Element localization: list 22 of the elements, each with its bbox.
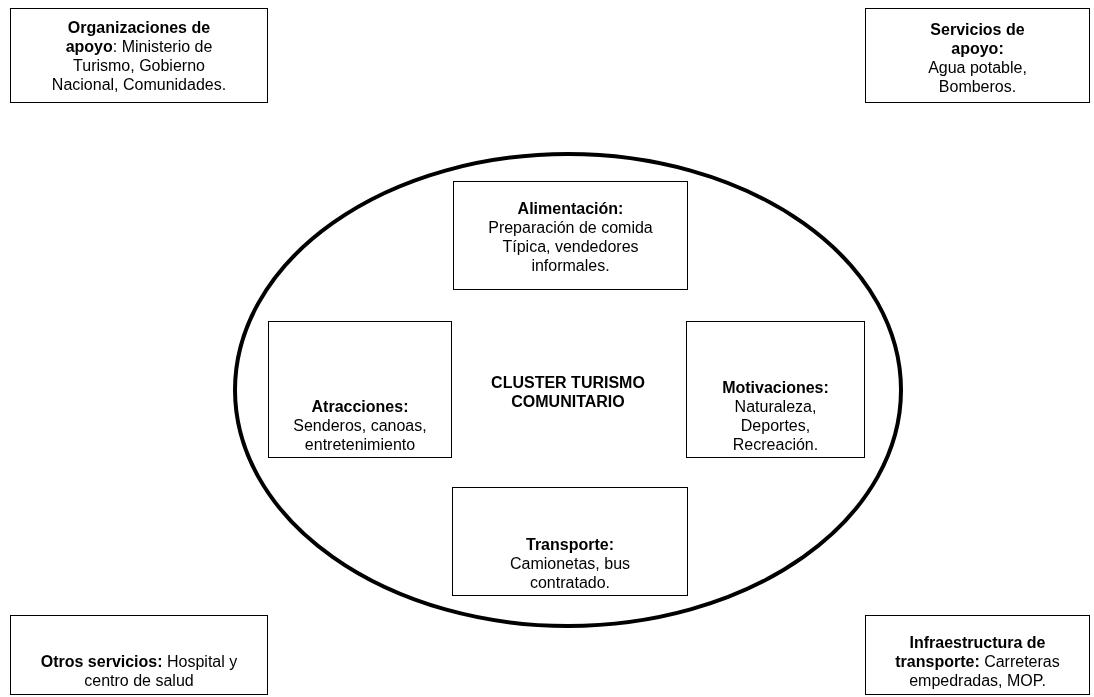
text-box (865, 8, 1090, 103)
box-description: Camionetas, bus contratado. (508, 554, 632, 592)
text-box (10, 8, 268, 103)
box-heading: Alimentación: (517, 199, 624, 218)
box-description: Naturaleza, Deportes, Recreación. (731, 397, 820, 454)
text-box (453, 181, 688, 290)
box-description: Organizaciones de apoyo: Ministerio de Turismo, Gobierno Nacional, Comunidades. (50, 17, 228, 94)
box-heading: Servicios de apoyo: (929, 20, 1026, 58)
box-heading: Atracciones: (311, 397, 409, 416)
box-description: Otros servicios: Hospital y centro de salud (39, 652, 239, 690)
box-description: Senderos, canoas, entretenimiento (292, 416, 428, 454)
text-box (10, 615, 268, 695)
box-description: Agua potable, Bomberos. (927, 58, 1028, 96)
box-heading: Transporte: (526, 535, 614, 554)
box-description: Preparación de comida Típica, vendedores informales. (487, 218, 654, 275)
text-box (686, 321, 865, 458)
text-box (865, 615, 1090, 695)
text-box (452, 487, 688, 596)
text-box (268, 321, 452, 458)
cluster-title: CLUSTER TURISMO COMUNITARIO (490, 373, 646, 411)
box-description: Infraestructura de transporte: Carreteras empedradas, MOP. (894, 633, 1061, 690)
box-heading: Motivaciones: (722, 378, 829, 397)
